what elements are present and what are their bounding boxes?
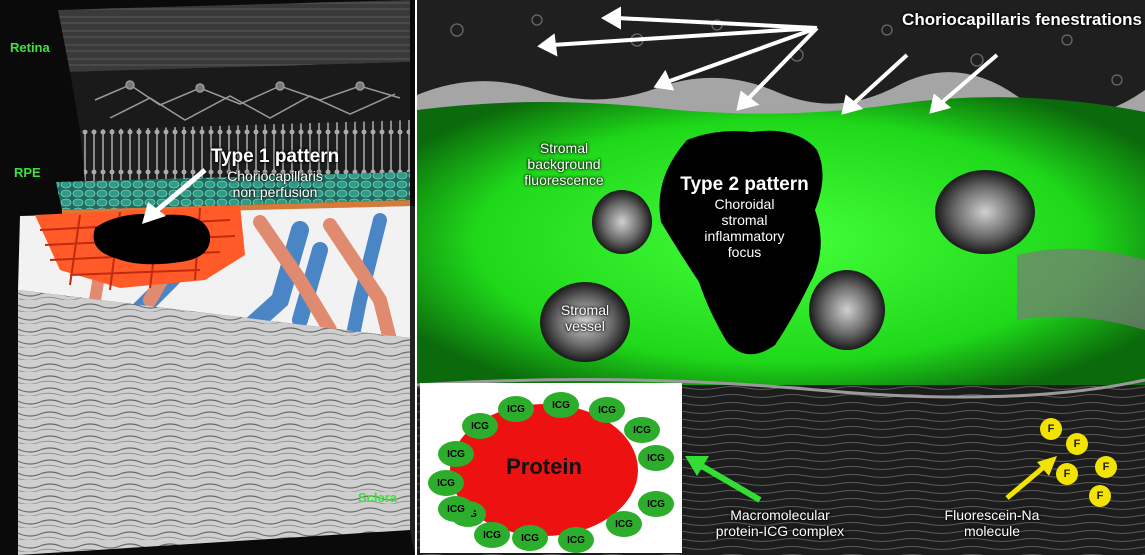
icg-molecule: ICG	[638, 445, 674, 471]
vessel-line2: vessel	[545, 318, 625, 334]
icg-molecule: ICG	[543, 392, 579, 418]
fluorescein-molecule: F	[1056, 463, 1078, 485]
fluorescein-caption: Fluorescein-Na molecule	[927, 507, 1057, 539]
retina-label: Retina	[10, 40, 50, 55]
fluorescein-line2: molecule	[927, 523, 1057, 539]
choroid-layer-illustration	[0, 0, 415, 555]
fluorescein-molecule: F	[1095, 456, 1117, 478]
type2-line4: focus	[662, 244, 827, 260]
icg-molecule: ICG	[638, 491, 674, 517]
type1-line1: Choriocapillaris	[190, 168, 360, 184]
fenestrations-label: Choriocapillaris fenestrations	[847, 10, 1142, 30]
fluorescein-molecule: F	[1066, 433, 1088, 455]
protein-icg-complex-inset: Protein ICG ICG ICG ICG ICG ICG ICG ICG …	[420, 383, 682, 553]
complex-caption: Macromolecular protein-ICG complex	[695, 507, 865, 539]
rpe-label: RPE	[14, 165, 41, 180]
background-line1: Stromal	[499, 140, 629, 156]
retina-layer	[58, 0, 410, 72]
fluorescein-molecule: F	[1089, 485, 1111, 507]
protein-label: Protein	[484, 454, 604, 480]
type2-line1: Choroidal	[662, 196, 827, 212]
icg-molecule: ICG	[438, 496, 474, 522]
background-line2: background	[499, 156, 629, 172]
neural-layer	[70, 62, 410, 130]
sclera-label: Sclera	[358, 490, 397, 505]
choroid-section-panel: Retina RPE Sclera Type 1 pattern Chorioc…	[0, 0, 415, 555]
icg-molecule: ICG	[474, 522, 510, 548]
icg-molecule: ICG	[498, 396, 534, 422]
fluorescein-molecule: F	[1040, 418, 1062, 440]
type2-line2: stromal	[662, 212, 827, 228]
vessel-line1: Stromal	[545, 302, 625, 318]
stromal-vessel-caption: Stromal vessel	[545, 302, 625, 334]
type1-line2: non perfusion	[190, 184, 360, 200]
type1-pattern-title: Type 1 pattern	[190, 146, 360, 168]
type1-pattern-caption: Type 1 pattern Choriocapillaris non perf…	[190, 146, 360, 200]
type2-pattern-caption: Type 2 pattern Choroidal stromal inflamm…	[662, 174, 827, 260]
background-line3: fluorescence	[499, 172, 629, 188]
type2-pattern-title: Type 2 pattern	[662, 174, 827, 196]
icg-molecule: ICG	[438, 441, 474, 467]
fluorescein-line1: Fluorescein-Na	[927, 507, 1057, 523]
icg-molecule: ICG	[589, 397, 625, 423]
background-fluorescence-caption: Stromal background fluorescence	[499, 140, 629, 188]
icg-molecule: ICG	[512, 525, 548, 551]
icg-molecule: ICG	[558, 527, 594, 553]
icg-molecule: ICG	[462, 413, 498, 439]
icg-molecule: ICG	[624, 417, 660, 443]
icg-molecule: ICG	[428, 470, 464, 496]
complex-line2: protein-ICG complex	[695, 523, 865, 539]
type2-line3: inflammatory	[662, 228, 827, 244]
complex-line1: Macromolecular	[695, 507, 865, 523]
icg-molecule: ICG	[606, 511, 642, 537]
